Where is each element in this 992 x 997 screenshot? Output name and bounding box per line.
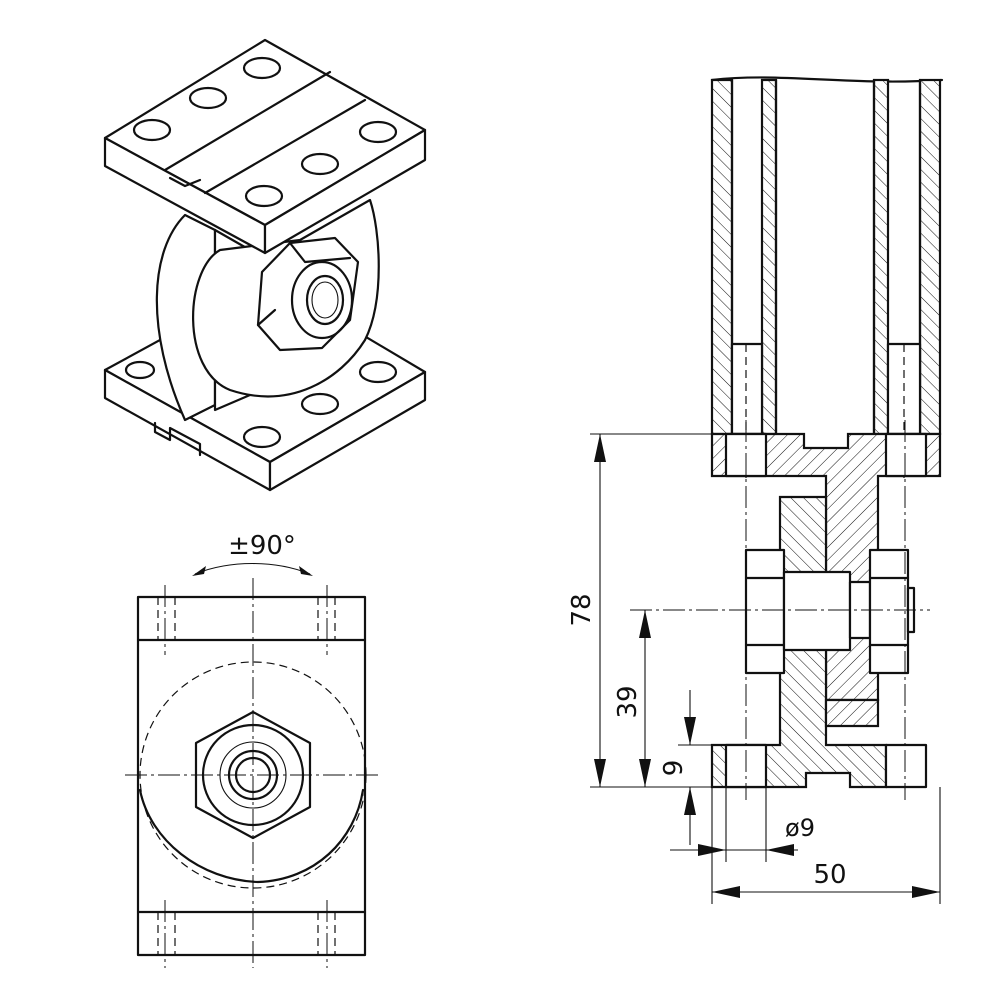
hex-nut bbox=[256, 236, 360, 352]
dimension-hole: ø9 bbox=[670, 787, 815, 862]
dim-50-label: 50 bbox=[813, 860, 846, 890]
top-view: ±90° bbox=[125, 531, 378, 968]
outline bbox=[136, 595, 367, 957]
upper-tube bbox=[710, 76, 944, 478]
isometric-view bbox=[103, 38, 427, 492]
dim-78-label: 78 bbox=[567, 593, 597, 626]
top-plate bbox=[103, 38, 427, 255]
dimension-50: 50 bbox=[711, 787, 941, 904]
dim-39-label: 39 bbox=[613, 685, 643, 718]
rotation-label: ±90° bbox=[228, 531, 296, 561]
dimension-9: 9 bbox=[659, 690, 712, 845]
dimension-39: 39 bbox=[613, 610, 651, 787]
bolt-assembly bbox=[744, 548, 916, 675]
dimension-78: 78 bbox=[567, 433, 712, 788]
section-view: 78 39 9 ø9 bbox=[567, 76, 944, 904]
dim-hole-label: ø9 bbox=[785, 814, 815, 842]
rotation-dimension: ±90° bbox=[192, 531, 313, 576]
dim-9-label: 9 bbox=[659, 760, 689, 777]
